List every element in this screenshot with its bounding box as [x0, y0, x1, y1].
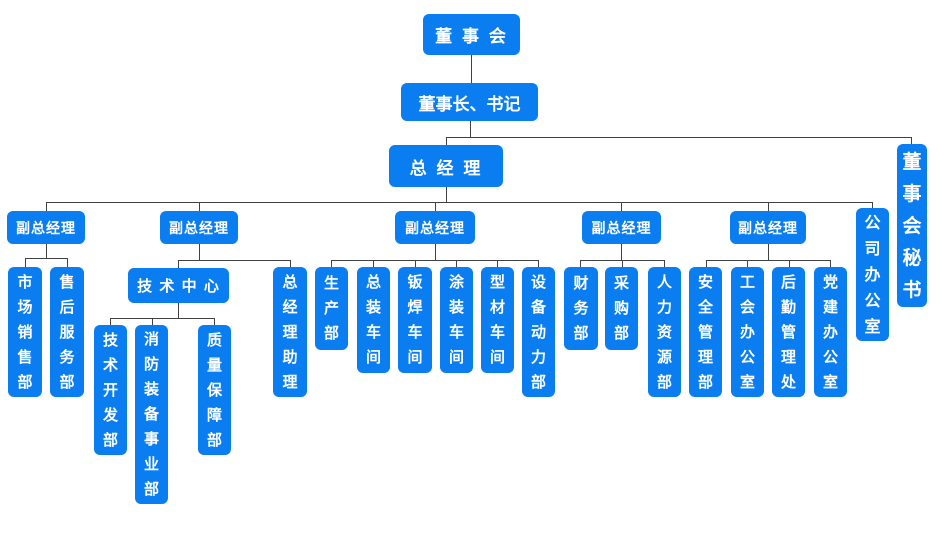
connector-line — [706, 260, 707, 267]
connector-line — [46, 202, 47, 212]
connector-line — [110, 318, 111, 325]
connector-line — [664, 260, 665, 267]
connector-line — [622, 260, 623, 267]
connector-line — [621, 244, 622, 260]
node-painting-workshop: 涂装车间 — [440, 267, 473, 373]
node-final-assembly-workshop: 总装车间 — [357, 267, 390, 373]
connector-line — [580, 260, 581, 267]
node-deputy-gm-2: 副总经理 — [160, 211, 238, 244]
connector-line — [621, 202, 622, 212]
node-chairman-secretary: 董事长、书记 — [401, 83, 538, 121]
node-logistics-management-office: 后勤管理处 — [772, 267, 805, 397]
connector-line — [768, 244, 769, 260]
connector-line — [830, 260, 831, 267]
connector-line — [25, 258, 67, 259]
connector-line — [331, 260, 538, 261]
connector-line — [538, 260, 539, 267]
connector-line — [178, 260, 179, 268]
node-after-sales-service-dept: 售后服务部 — [50, 267, 84, 397]
node-technology-center: 技 术 中 心 — [128, 268, 229, 303]
connector-line — [46, 202, 872, 203]
connector-line — [497, 260, 498, 267]
connector-line — [435, 202, 436, 212]
connector-line — [471, 55, 472, 83]
node-fire-equipment-division: 消防装备事业部 — [135, 325, 168, 504]
connector-line — [331, 260, 332, 267]
connector-line — [152, 318, 153, 325]
node-human-resources-dept: 人力资源部 — [648, 267, 681, 397]
node-deputy-gm-1: 副总经理 — [7, 211, 85, 244]
connector-line — [25, 258, 26, 267]
connector-line — [110, 318, 214, 319]
connector-line — [872, 202, 873, 208]
connector-line — [435, 244, 436, 260]
node-board-of-directors: 董 事 会 — [423, 14, 520, 55]
node-sheet-metal-welding-workshop: 钣焊车间 — [398, 267, 432, 373]
node-procurement-dept: 采购部 — [605, 267, 638, 350]
node-board-secretary: 董事会秘书 — [897, 144, 927, 307]
connector-line — [768, 202, 769, 212]
node-tech-development-dept: 技术开发部 — [94, 325, 127, 455]
connector-line — [214, 318, 215, 325]
node-union-office: 工会办公室 — [731, 267, 764, 397]
node-marketing-sales-dept: 市场销售部 — [8, 267, 42, 397]
connector-line — [747, 260, 748, 267]
connector-line — [415, 260, 416, 267]
node-general-manager: 总 经 理 — [389, 145, 503, 187]
connector-line — [199, 202, 200, 212]
node-party-building-office: 党建办公室 — [814, 267, 847, 397]
connector-line — [446, 187, 447, 202]
node-finance-dept: 财务部 — [564, 267, 598, 350]
connector-line — [178, 260, 290, 261]
connector-line — [67, 258, 68, 267]
connector-line — [446, 137, 447, 145]
connector-line — [373, 260, 374, 267]
connector-line — [911, 137, 912, 144]
node-quality-assurance-dept: 质量保障部 — [198, 325, 231, 455]
connector-line — [178, 303, 179, 318]
connector-line — [706, 260, 830, 261]
node-company-office: 公司办公室 — [856, 208, 889, 341]
node-deputy-gm-4: 副总经理 — [582, 211, 661, 244]
connector-line — [456, 260, 457, 267]
node-gm-assistant: 总经理助理 — [273, 267, 307, 397]
node-deputy-gm-3: 副总经理 — [395, 211, 475, 244]
connector-line — [470, 121, 471, 137]
connector-line — [446, 137, 911, 138]
connector-line — [199, 244, 200, 260]
node-production-dept: 生产部 — [315, 267, 348, 350]
connector-line — [46, 244, 47, 258]
node-deputy-gm-5: 副总经理 — [730, 211, 806, 244]
node-profile-workshop: 型材车间 — [481, 267, 514, 373]
node-equipment-power-dept: 设备动力部 — [522, 267, 555, 397]
connector-line — [290, 260, 291, 268]
connector-line — [789, 260, 790, 267]
node-safety-management-dept: 安全管理部 — [689, 267, 722, 397]
